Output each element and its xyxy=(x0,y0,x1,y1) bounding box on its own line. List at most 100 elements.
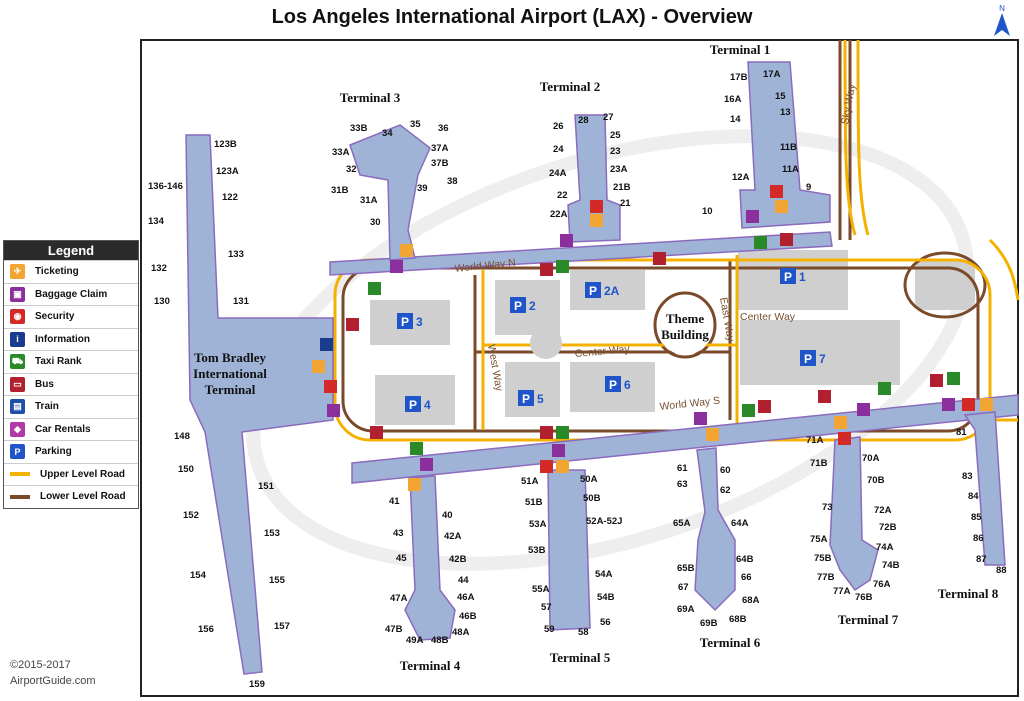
theme-building-label-2: Building xyxy=(661,327,709,342)
taxi-icon xyxy=(878,382,891,395)
legend-title: Legend xyxy=(4,241,138,260)
gate-label: 70B xyxy=(867,475,885,486)
ticketing-icon xyxy=(312,360,325,373)
gate-label: 86 xyxy=(973,533,984,544)
gate-label: 46A xyxy=(457,592,475,603)
ticketing-icon xyxy=(400,244,413,257)
tom-bradley-building xyxy=(185,134,334,675)
gate-label: 54B xyxy=(597,592,615,603)
gate-label: 61 xyxy=(677,463,688,474)
bus-icon xyxy=(930,374,943,387)
taxi-icon xyxy=(754,236,767,249)
ticketing-icon xyxy=(706,428,719,441)
terminal-2-building xyxy=(567,114,621,243)
gate-label: 70A xyxy=(862,453,880,464)
gate-label: 47A xyxy=(390,593,408,604)
legend-item-parking: P Parking xyxy=(4,440,138,463)
gate-label: 16A xyxy=(724,94,742,105)
map-title: Los Angeles International Airport (LAX) … xyxy=(271,6,753,28)
gate-label: 154 xyxy=(190,570,207,581)
legend-label: Ticketing xyxy=(35,266,79,278)
gate-label: 75A xyxy=(810,534,828,545)
gate-label: 75B xyxy=(814,553,832,564)
gate-label: 65B xyxy=(677,563,695,574)
taxi-icon xyxy=(742,404,755,417)
gate-label: 55A xyxy=(532,584,550,595)
gate-label: 77A xyxy=(833,586,851,597)
legend-item-security: ◉ Security xyxy=(4,305,138,328)
gate-label: 69B xyxy=(700,618,718,629)
terminal-buildings xyxy=(185,61,1019,675)
baggage-claim-icon xyxy=(390,260,403,273)
legend-label: Car Rentals xyxy=(35,423,91,435)
gate-label: 23 xyxy=(610,146,621,157)
gate-label: 151 xyxy=(258,481,275,492)
svg-text:5: 5 xyxy=(537,392,544,406)
gate-label: 130 xyxy=(154,296,170,307)
tbit-label-line-2: International xyxy=(193,366,267,381)
gate-label: 23A xyxy=(610,164,628,175)
gate-label: 51A xyxy=(521,476,539,487)
gate-label: 48A xyxy=(452,627,470,638)
gate-label: 76B xyxy=(855,592,873,603)
gate-label: 11A xyxy=(782,164,799,175)
security-icon xyxy=(838,432,851,445)
gate-label: 21 xyxy=(620,198,631,209)
ticketing-icon xyxy=(408,478,421,491)
terminal-1-label: Terminal 1 xyxy=(710,42,771,57)
parking-lot-2 xyxy=(495,280,560,335)
gate-label: 59 xyxy=(544,624,555,635)
bus-icon xyxy=(818,390,831,403)
parking-lot-2a xyxy=(570,270,645,310)
gate-label: 58 xyxy=(578,627,589,638)
gate-label: 36 xyxy=(438,123,449,134)
gate-label: 83 xyxy=(962,471,973,482)
baggage-claim-icon xyxy=(694,412,707,425)
parking-icon: P xyxy=(10,444,25,460)
gate-label: 44 xyxy=(458,575,469,586)
upper-road-line-icon xyxy=(10,472,30,477)
gate-label: 17A xyxy=(763,69,781,80)
parking-lot-7 xyxy=(740,320,900,385)
legend-item-baggage-claim: ▣ Baggage Claim xyxy=(4,282,138,306)
tbit-label-line-1: Tom Bradley xyxy=(194,350,267,365)
gate-label: 62 xyxy=(720,485,731,496)
gate-label: 136-146 xyxy=(148,181,183,192)
gate-label: 68A xyxy=(742,595,760,606)
gate-label: 39 xyxy=(417,183,428,194)
svg-text:P: P xyxy=(589,284,597,298)
taxi-icon xyxy=(947,372,960,385)
gate-label: 12A xyxy=(732,172,750,183)
terminal-5-label: Terminal 5 xyxy=(550,650,611,665)
baggage-claim-icon xyxy=(942,398,955,411)
gate-label: 73 xyxy=(822,502,833,513)
gate-label: 26 xyxy=(553,121,564,132)
gate-label: 24A xyxy=(549,168,567,179)
gate-label: 41 xyxy=(389,496,400,507)
gate-label: 46B xyxy=(459,611,477,622)
gate-label: 10 xyxy=(702,206,713,217)
legend-item-ticketing: ✈ Ticketing xyxy=(4,260,138,283)
legend-label: Lower Level Road xyxy=(40,491,126,503)
legend-label: Security xyxy=(35,311,75,323)
gate-label: 45 xyxy=(396,553,407,564)
gate-label: 68B xyxy=(729,614,747,625)
legend-item-lower-level-road: Lower Level Road xyxy=(4,485,138,508)
theme-building-label-1: Theme xyxy=(666,311,705,326)
bus-icon xyxy=(540,263,553,276)
bus-icon xyxy=(780,233,793,246)
gate-label: 25 xyxy=(610,130,621,141)
legend-label: Baggage Claim xyxy=(35,288,108,300)
copyright-years: ©2015-2017 xyxy=(10,659,71,671)
gate-label: 54A xyxy=(595,569,613,580)
ticketing-icon xyxy=(556,460,569,473)
svg-text:3: 3 xyxy=(416,315,423,329)
gate-label: 152 xyxy=(183,510,199,521)
gate-label: 153 xyxy=(264,528,280,539)
train-icon: ▤ xyxy=(10,399,25,415)
gate-label: 21B xyxy=(613,182,631,193)
legend-item-car-rentals: ◆ Car Rentals xyxy=(4,417,138,441)
